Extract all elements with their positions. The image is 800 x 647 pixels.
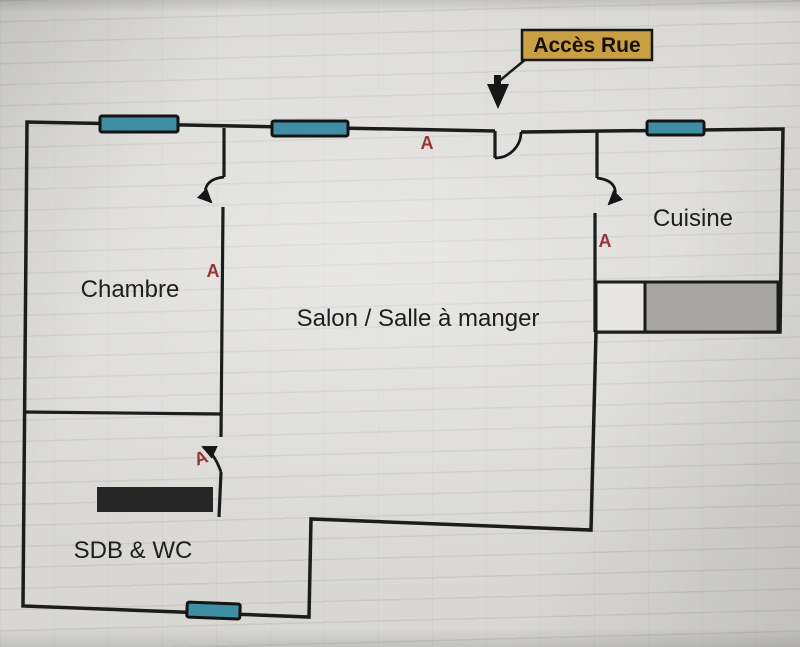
room-label-salon: Salon / Salle à manger bbox=[297, 305, 540, 332]
wall-sdb-salon bbox=[217, 471, 223, 518]
cuisine-door-swing-arc bbox=[596, 176, 624, 206]
chambre-door-swing-arc bbox=[196, 175, 225, 204]
entrance-door bbox=[493, 131, 523, 160]
door-marker-sdb: A bbox=[191, 446, 210, 469]
kitchen-counter bbox=[594, 280, 780, 334]
access-rue-callout: Accès Rue bbox=[487, 28, 654, 109]
wall-chambre-sdb bbox=[24, 410, 222, 416]
wall-chambre-salon-lower bbox=[219, 206, 225, 438]
door-marker-cuisine: A bbox=[599, 231, 612, 251]
window-chambre bbox=[98, 114, 180, 134]
outer-walls bbox=[21, 120, 785, 619]
window-cuisine bbox=[645, 119, 706, 137]
door-marker-chambre: A bbox=[207, 261, 220, 281]
bathtub-block bbox=[97, 487, 213, 512]
access-pointer-line bbox=[497, 58, 527, 83]
kitchen-sink-cell bbox=[594, 280, 647, 334]
access-arrow-icon bbox=[487, 84, 509, 109]
door-marker-salon-entry: A bbox=[421, 133, 434, 153]
access-label: Accès Rue bbox=[533, 34, 640, 57]
kitchen-counter-block bbox=[643, 280, 780, 334]
room-label-sdb-wc: SDB & WC bbox=[74, 537, 193, 564]
access-label-box bbox=[520, 28, 654, 62]
window-salon bbox=[270, 119, 350, 138]
sdb-door-swing-arc bbox=[201, 445, 223, 473]
window-sdb bbox=[185, 600, 242, 621]
access-pointer-stem bbox=[494, 75, 501, 87]
entrance-door-swing-arc bbox=[494, 131, 523, 160]
room-label-cuisine: Cuisine bbox=[653, 205, 733, 232]
room-label-chambre: Chambre bbox=[81, 276, 180, 303]
